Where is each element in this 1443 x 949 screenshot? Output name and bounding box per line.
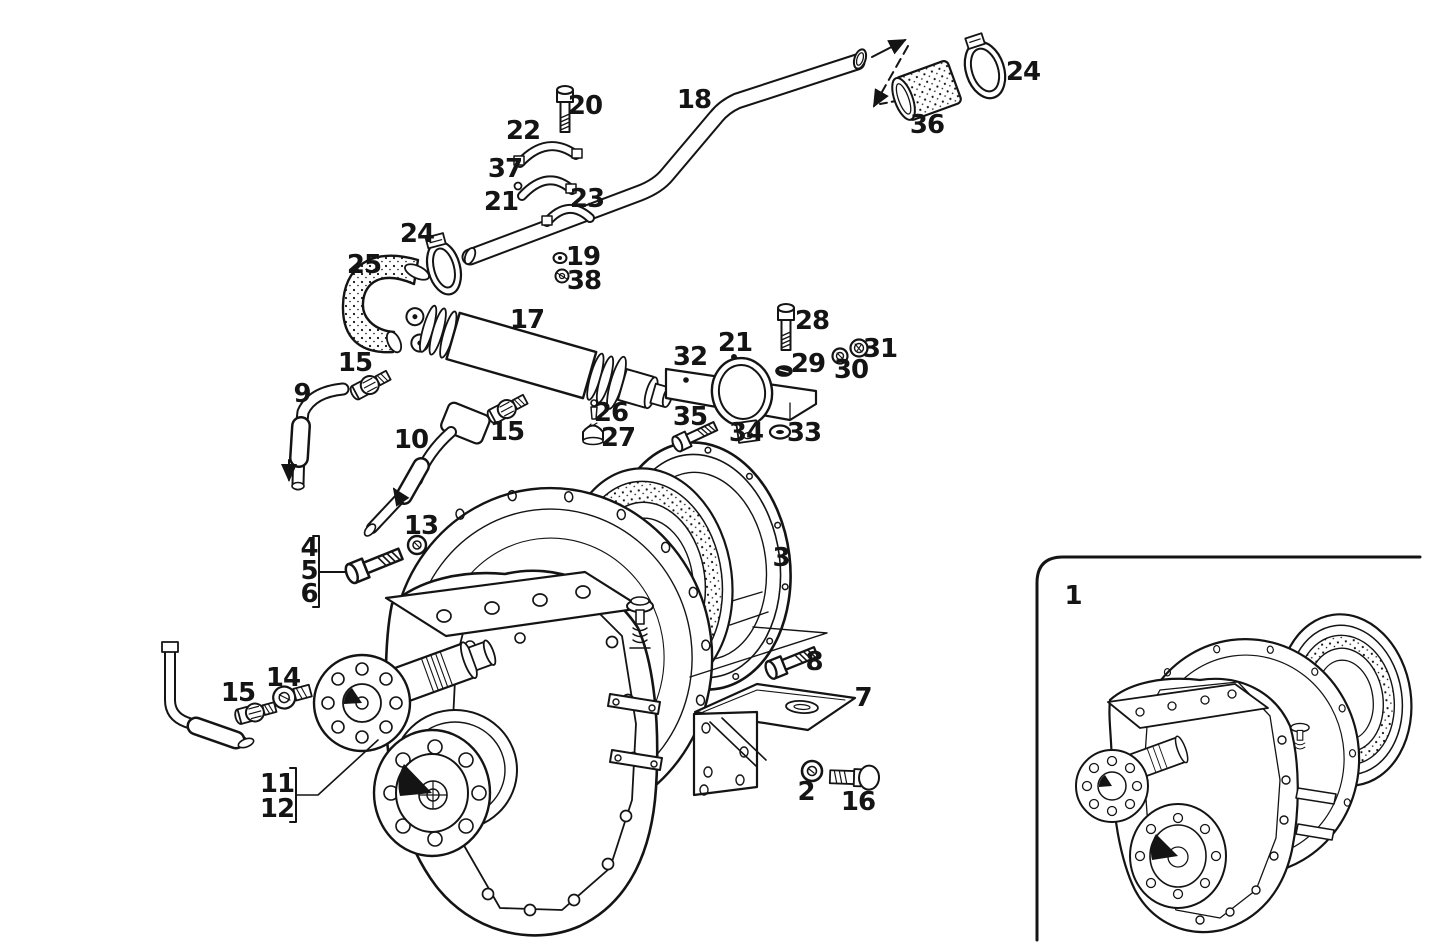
callout-6: 6: [300, 579, 318, 609]
callout-37: 37: [487, 154, 523, 184]
callout-29: 29: [790, 349, 826, 379]
callout-13: 13: [403, 511, 439, 541]
callout-8: 8: [805, 647, 823, 677]
callout-5: 5: [300, 556, 318, 586]
callout-9: 9: [293, 379, 311, 409]
callout-38: 38: [566, 266, 602, 296]
nut-30: [831, 347, 849, 365]
l-hose: [161, 641, 255, 750]
inset-box: [1035, 555, 1422, 942]
callout-2: 2: [797, 777, 815, 807]
inset-assembled-unit: [1075, 613, 1413, 934]
callout-22: 22: [505, 116, 541, 146]
muffler-17: [405, 304, 674, 410]
callout-24: 24: [1005, 57, 1041, 87]
nut-31: [849, 338, 869, 358]
callout-30: 30: [833, 355, 869, 385]
callout-19: 19: [565, 242, 601, 272]
elbow-hose-25: [341, 254, 430, 354]
hose-10: [363, 401, 491, 537]
hose-36: [891, 60, 962, 121]
callout-21: 21: [717, 328, 753, 358]
mounting-straps: [607, 693, 663, 771]
callout-23: 23: [569, 184, 605, 214]
pipe-18: [461, 48, 868, 266]
callout-28: 28: [794, 306, 830, 336]
callout-24: 24: [399, 219, 435, 249]
clamp-24-mid: [424, 232, 463, 296]
callout-14: 14: [265, 663, 301, 693]
callout-32: 32: [672, 342, 708, 372]
washer-13: [406, 534, 428, 556]
pin-26: [590, 399, 598, 420]
callout-3: 3: [772, 543, 790, 573]
grommet-21-mid: [731, 354, 737, 360]
grommet-21-top: [513, 181, 523, 191]
bolt-16: [828, 764, 881, 791]
callout-10: 10: [393, 425, 429, 455]
callout-15: 15: [337, 348, 373, 378]
washer-19: [552, 252, 568, 264]
callout-4: 4: [300, 533, 318, 563]
callout-33: 33: [786, 418, 822, 448]
clamp-straps: [513, 141, 595, 227]
dipstick: [626, 596, 654, 649]
callout-26: 26: [593, 398, 629, 428]
clamp-24-top: [963, 32, 1007, 100]
bracket-1112-leader: [289, 739, 379, 823]
callout-11: 11: [259, 769, 295, 799]
callout-20: 20: [567, 91, 603, 121]
hose-9: [281, 382, 350, 491]
callout-31: 31: [862, 334, 898, 364]
callout-18: 18: [676, 85, 712, 115]
washer-33: [768, 424, 792, 440]
assembly-arrows: [871, 39, 909, 108]
callout-16: 16: [840, 787, 876, 817]
panel-leaders: [689, 626, 828, 678]
callout-25: 25: [346, 250, 382, 280]
fitting-14: [272, 683, 313, 710]
coupling-flange: [312, 653, 412, 753]
callout-7: 7: [854, 683, 872, 713]
clamp-ring-34: [710, 356, 774, 444]
washer-2: [800, 759, 824, 783]
callout-35: 35: [672, 402, 708, 432]
callout-27: 27: [600, 423, 636, 453]
callout-17: 17: [509, 305, 545, 335]
callout-21: 21: [483, 187, 519, 217]
washer-29: [775, 365, 793, 377]
nut-27: [582, 422, 604, 446]
callout-15: 15: [220, 678, 256, 708]
callout-36: 36: [909, 110, 945, 140]
bracket-7: [692, 682, 857, 797]
output-flange: [372, 709, 518, 858]
callout-15: 15: [489, 417, 525, 447]
callout-34: 34: [728, 418, 764, 448]
callout-1: 1: [1064, 581, 1082, 611]
callout-12: 12: [259, 794, 295, 824]
washer-38: [554, 268, 570, 284]
